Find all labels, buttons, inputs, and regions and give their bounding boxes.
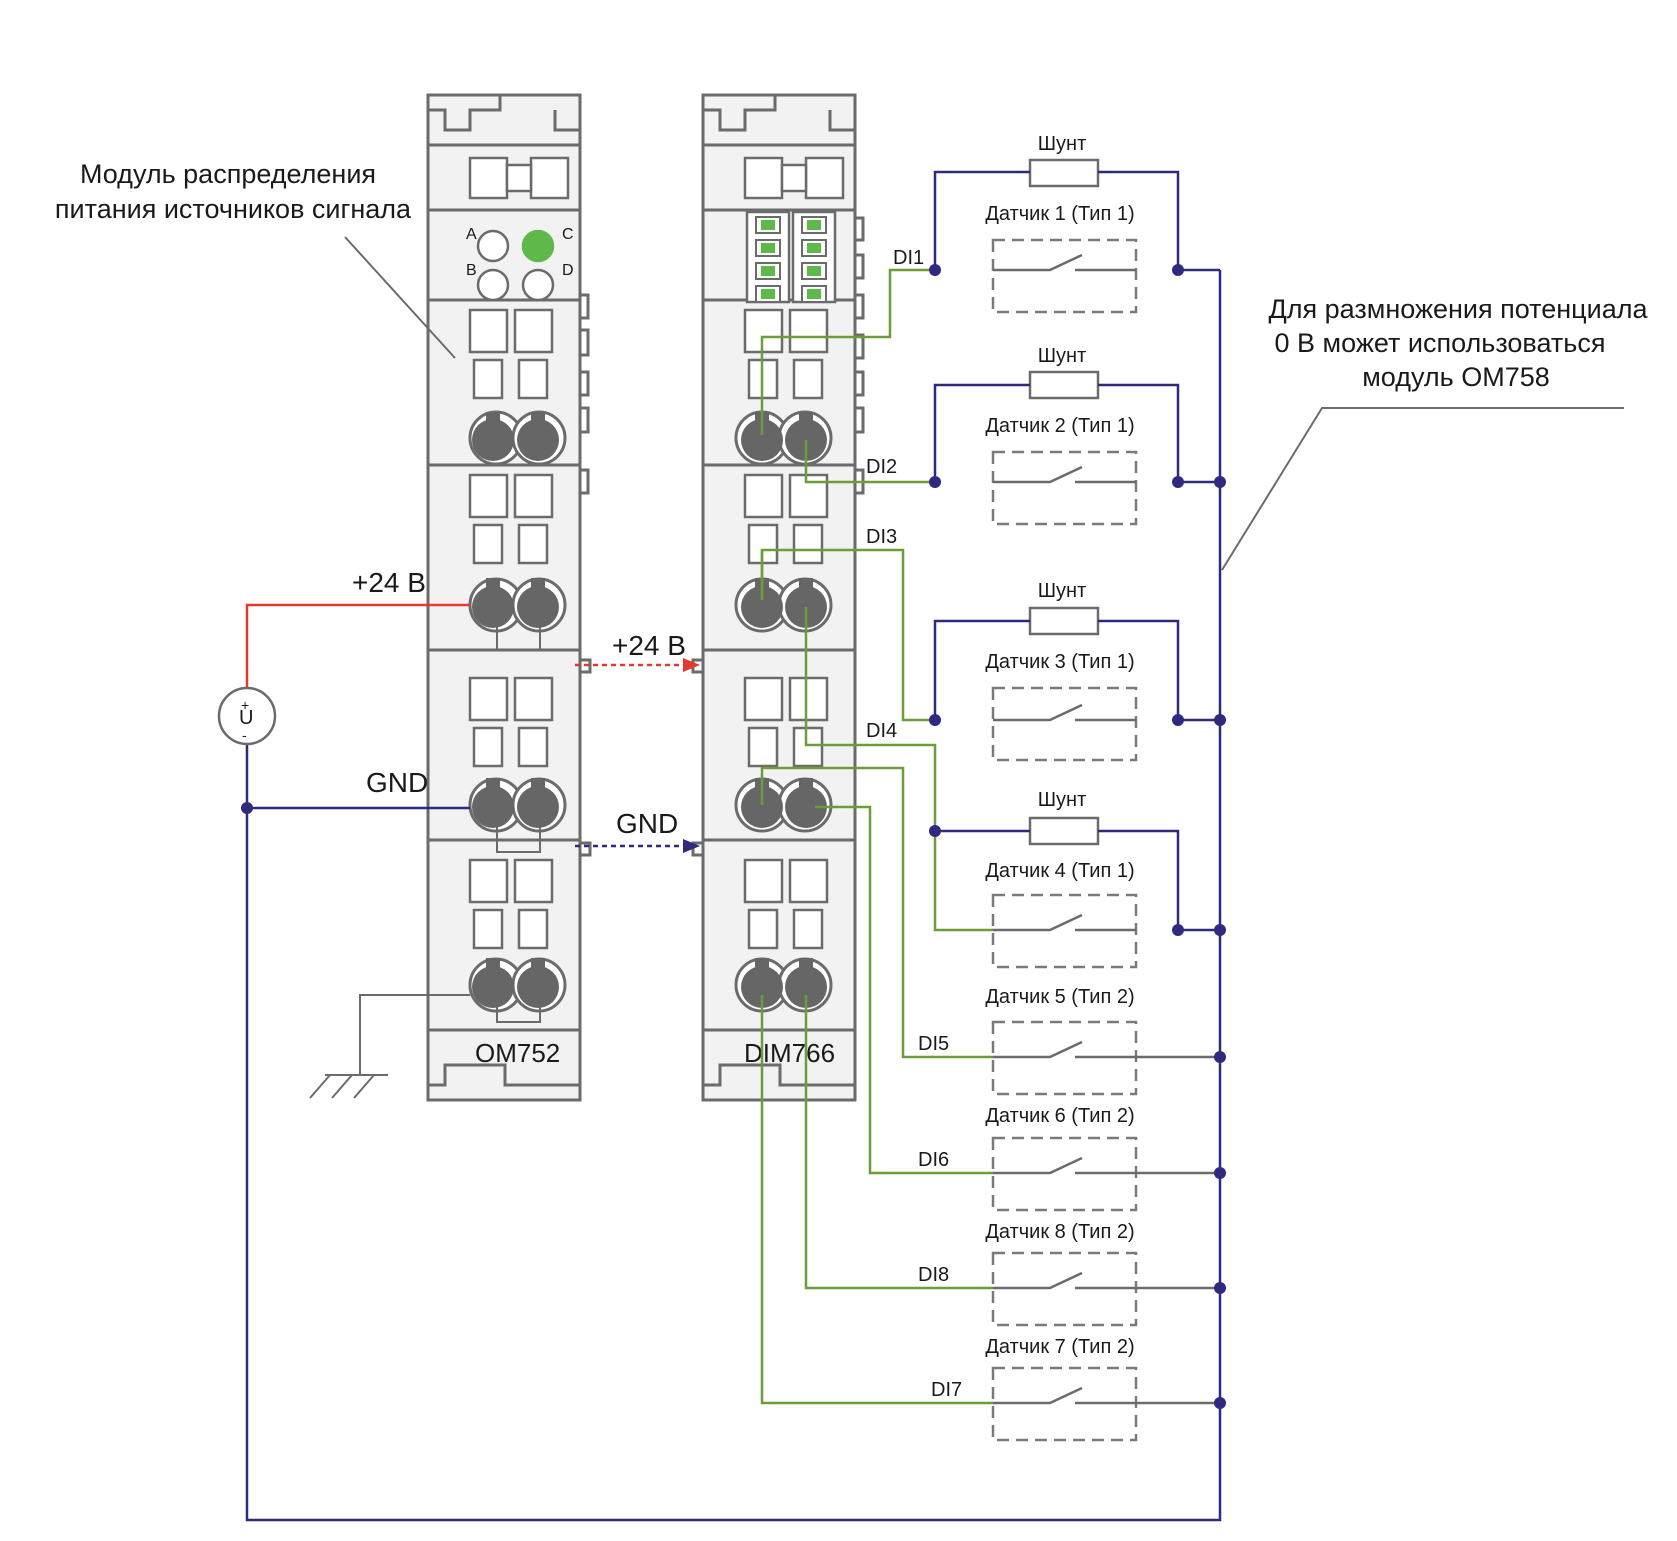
dim766-terminal-block-2 xyxy=(734,473,833,633)
shunt-2-label: Шунт xyxy=(1038,345,1087,367)
sensor-6-input: DI6 xyxy=(918,1149,949,1171)
ground-icon xyxy=(309,994,470,1099)
note-module-line2: питания источников сигнала xyxy=(55,194,412,224)
sensor-2-input: DI2 xyxy=(866,456,897,478)
note-om758-leader xyxy=(1221,407,1624,571)
sensor-3-input: DI3 xyxy=(866,526,897,548)
label-gnd-mid: GND xyxy=(616,808,678,839)
sensor-7-label: Датчик 7 (Тип 2) xyxy=(985,1336,1134,1358)
module-dim766-name: DIM766 xyxy=(744,1038,835,1068)
plus24-bus-arrow xyxy=(575,658,700,672)
om752-terminal-block-2 xyxy=(468,473,567,651)
led-d-indicator xyxy=(521,268,555,302)
sensor-8-section: Датчик 8 (Тип 2) DI8 xyxy=(804,995,1226,1327)
sensor-1-label: Датчик 1 (Тип 1) xyxy=(985,203,1134,225)
gnd-bus-arrow xyxy=(575,839,700,853)
shunt-4-label: Шунт xyxy=(1038,789,1087,811)
label-plus24-mid: +24 В xyxy=(612,630,686,661)
note-module-leader xyxy=(344,236,456,359)
label-plus24-left: +24 В xyxy=(352,567,426,598)
sensor-2-label: Датчик 2 (Тип 1) xyxy=(985,415,1134,437)
svg-text:-: - xyxy=(242,727,247,743)
sensor-8-input: DI8 xyxy=(918,1264,949,1286)
voltage-source-icon: + U - xyxy=(217,686,277,746)
sensor-1-input: DI1 xyxy=(893,247,924,269)
led-c-label: C xyxy=(562,226,574,243)
om752-terminal-block-1 xyxy=(468,308,567,466)
led-b-label: B xyxy=(466,262,477,279)
led-d-label: D xyxy=(562,262,574,279)
sensor-5-label: Датчик 5 (Тип 2) xyxy=(985,986,1134,1008)
sensor-4-section: Шунт Датчик 4 (Тип 1) DI4 xyxy=(804,607,1226,969)
gnd-junction-node xyxy=(241,802,253,814)
om752-terminal-block-4 xyxy=(468,858,567,1023)
wire-plus24-supply xyxy=(245,603,470,688)
label-gnd-left: GND xyxy=(366,767,428,798)
sensor-3-section: Шунт Датчик 3 (Тип 1) DI3 xyxy=(760,526,1226,762)
sensor-7-input: DI7 xyxy=(931,1379,962,1401)
wire-gnd-return xyxy=(245,270,1222,1522)
note-om758-line1: Для размножения потенциала xyxy=(1268,294,1648,324)
led-a-label: A xyxy=(466,226,477,243)
sensor-5-section: Датчик 5 (Тип 2) DI5 xyxy=(760,766,1226,1096)
sensor-2-section: Шунт Датчик 2 (Тип 1) DI2 xyxy=(804,345,1226,526)
dim766-terminal-block-4 xyxy=(734,858,833,1013)
svg-text:+: + xyxy=(241,697,249,713)
sensor-1-section: Шунт Датчик 1 (Тип 1) DI1 xyxy=(760,133,1220,435)
led-a-indicator xyxy=(476,229,510,263)
module-om752: A C B D xyxy=(426,93,592,1102)
note-om758-line3: модуль OM758 xyxy=(1362,362,1550,392)
sensor-4-input: DI4 xyxy=(866,720,897,742)
sensor-3-label: Датчик 3 (Тип 1) xyxy=(985,651,1134,673)
dim766-terminal-block-3 xyxy=(734,676,833,833)
module-dim766: DIM766 xyxy=(691,93,865,1102)
sensor-7-section: Датчик 7 (Тип 2) DI7 xyxy=(760,995,1226,1442)
module-om752-name: OM752 xyxy=(475,1038,560,1068)
sensor-6-label: Датчик 6 (Тип 2) xyxy=(985,1105,1134,1127)
shunt-3-label: Шунт xyxy=(1038,580,1087,602)
note-om758-line2: 0 В может использоваться xyxy=(1275,328,1606,358)
svg-text:U: U xyxy=(239,707,253,729)
sensor-6-section: Датчик 6 (Тип 2) DI6 xyxy=(815,805,1226,1212)
sensor-8-label: Датчик 8 (Тип 2) xyxy=(985,1221,1134,1243)
om752-terminal-block-3 xyxy=(468,676,567,853)
led-c-indicator xyxy=(521,229,555,263)
note-module-line1: Модуль распределения xyxy=(80,159,376,189)
led-b-indicator xyxy=(476,268,510,302)
dim766-led-array xyxy=(755,216,827,303)
sensor-5-input: DI5 xyxy=(918,1033,949,1055)
sensor-4-label: Датчик 4 (Тип 1) xyxy=(985,860,1134,882)
shunt-1-label: Шунт xyxy=(1038,133,1087,155)
